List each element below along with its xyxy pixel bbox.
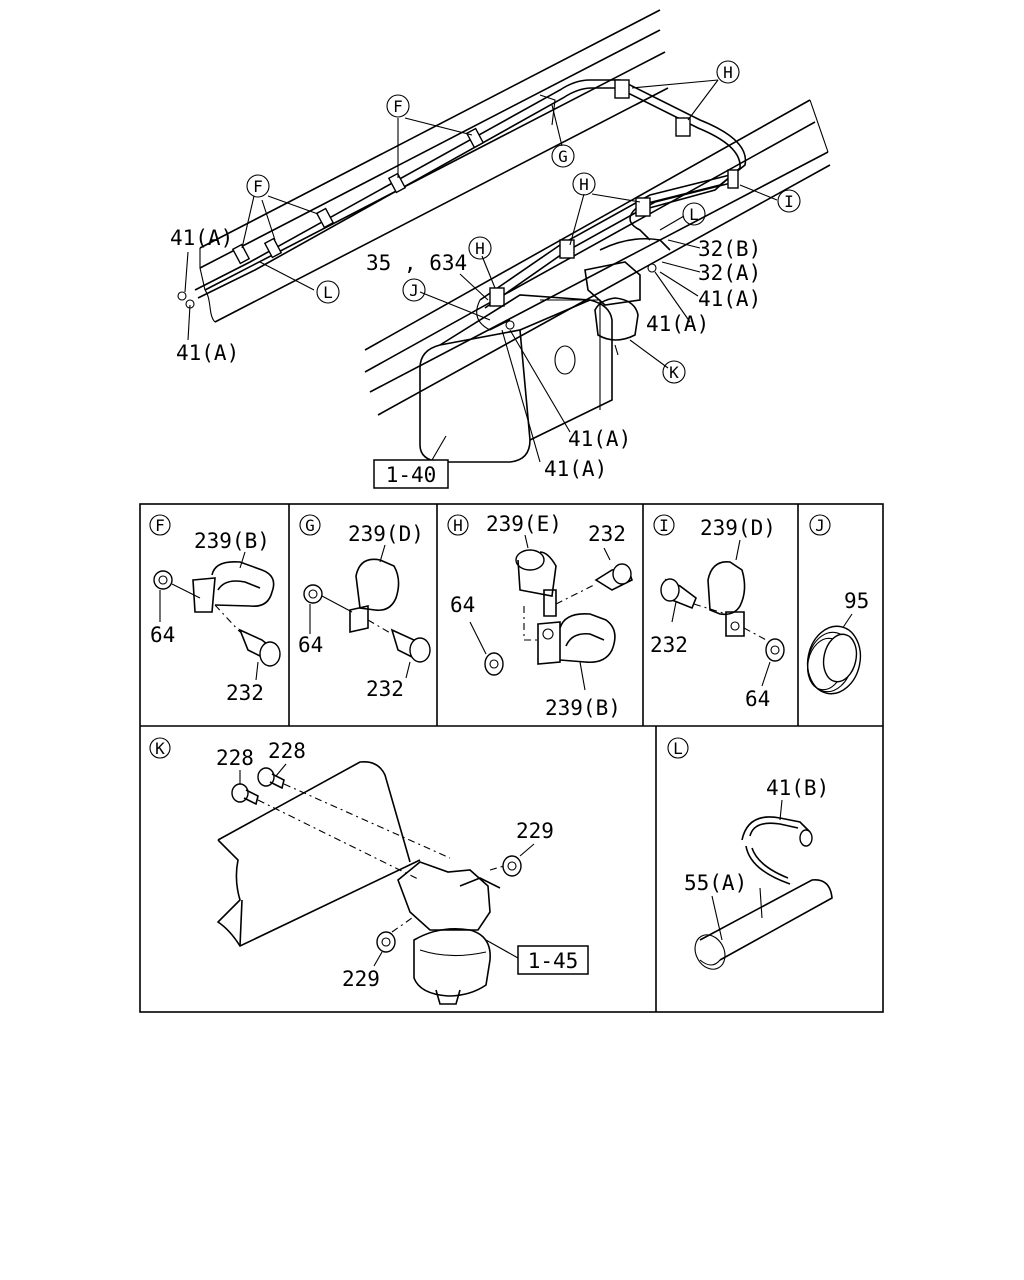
callout-h-mid: H (572, 172, 596, 196)
detail-f-bolt-label: 232 (226, 681, 264, 705)
callout-l-right: L (682, 202, 706, 226)
detail-i-clip-label: 239(D) (700, 516, 776, 540)
detail-k-nut-1-label: 229 (516, 819, 554, 843)
callout-i: I (777, 189, 801, 213)
clamp-41a-mark-r (647, 263, 657, 273)
fuel-tank (419, 294, 613, 463)
clamp-41a-mark-bl (185, 299, 195, 309)
detail-panels-frame (139, 503, 884, 1013)
detail-k-bolt-2-label: 228 (268, 739, 306, 763)
detail-g: G 239(D) 64 232 (298, 514, 431, 701)
line-clips (231, 79, 739, 307)
callout-k: K (662, 360, 686, 384)
detail-h-bolt-label: 232 (588, 522, 626, 546)
callout-k-text: K (669, 363, 679, 382)
clamp-41a-mark-tl (177, 291, 187, 301)
callout-i-text: I (784, 192, 794, 211)
ref-box-1-45-text: 1-45 (528, 949, 579, 973)
detail-g-letter: G (305, 516, 315, 535)
label-32b: 32(B) (698, 237, 761, 261)
ref-box-1-40: 1-40 (373, 459, 449, 489)
label-41a-center-2: 41(A) (544, 457, 607, 481)
detail-g-bolt-label: 232 (366, 677, 404, 701)
callout-h-low-text: H (475, 239, 485, 258)
detail-h: H 239(E) 232 64 239(B) (447, 512, 633, 720)
callout-f-top: F (386, 94, 410, 118)
ref-box-1-40-text: 1-40 (386, 463, 437, 487)
callout-l-left-text: L (323, 283, 333, 302)
detail-l-sleeve-label: 55(A) (684, 871, 747, 895)
callout-h-top: H (716, 60, 740, 84)
left-frame-rail (199, 9, 669, 323)
callout-f-left-text: F (253, 177, 263, 196)
detail-f-letter: F (155, 516, 165, 535)
detail-h-nut-label: 64 (450, 593, 475, 617)
fuel-filter (584, 261, 641, 356)
main-assembly-view: F F G H H H I J (170, 9, 831, 489)
detail-f-nut-label: 64 (150, 623, 175, 647)
detail-j: J 95 (806, 514, 869, 695)
detail-j-letter: J (815, 516, 825, 535)
label-41a-top-left: 41(A) (170, 226, 233, 250)
detail-k-nut-2-label: 229 (342, 967, 380, 991)
callout-h-top-text: H (723, 63, 733, 82)
detail-g-nut-label: 64 (298, 633, 323, 657)
label-41a-bottom-left: 41(A) (176, 341, 239, 365)
label-41a-right-1: 41(A) (698, 287, 761, 311)
callout-g: G (551, 144, 575, 168)
callout-j: J (402, 278, 426, 302)
detail-f-clip-label: 239(B) (194, 529, 270, 553)
detail-h-clip-bottom-label: 239(B) (545, 696, 621, 720)
detail-l-band-label: 41(B) (766, 776, 829, 800)
detail-k-letter: K (155, 739, 165, 758)
callout-f-top-text: F (393, 97, 403, 116)
detail-i: I 239(D) 232 64 (650, 514, 785, 711)
label-41a-center-1: 41(A) (568, 427, 631, 451)
detail-g-clip-label: 239(D) (348, 522, 424, 546)
detail-h-letter: H (453, 516, 463, 535)
detail-k: K 228 228 229 229 1-45 (149, 737, 589, 1005)
detail-i-letter: I (659, 516, 669, 535)
callout-h-low: H (468, 236, 492, 260)
detail-l: L 41(B) 55(A) (667, 737, 833, 970)
main-leaders (184, 79, 778, 463)
callout-g-text: G (558, 147, 568, 166)
detail-k-bolt-1-label: 228 (216, 746, 254, 770)
callout-l-right-text: L (689, 205, 699, 224)
detail-i-bolt-label: 232 (650, 633, 688, 657)
fuel-lines (194, 79, 747, 331)
callout-l-left: L (316, 280, 340, 304)
detail-h-clip-top-label: 239(E) (486, 512, 562, 536)
label-41a-right-2: 41(A) (646, 312, 709, 336)
label-35-634: 35 , 634 (366, 251, 467, 275)
clamp-41a-mark-c (505, 320, 515, 330)
callout-h-mid-text: H (579, 175, 589, 194)
detail-j-grommet-label: 95 (844, 589, 869, 613)
detail-i-nut-label: 64 (745, 687, 770, 711)
callout-j-text: J (409, 281, 419, 300)
label-32a: 32(A) (698, 261, 761, 285)
detail-l-letter: L (673, 739, 683, 758)
detail-f: F 239(B) 64 232 (149, 514, 281, 705)
ref-box-1-45 (517, 945, 589, 975)
callout-f-left: F (246, 174, 270, 198)
